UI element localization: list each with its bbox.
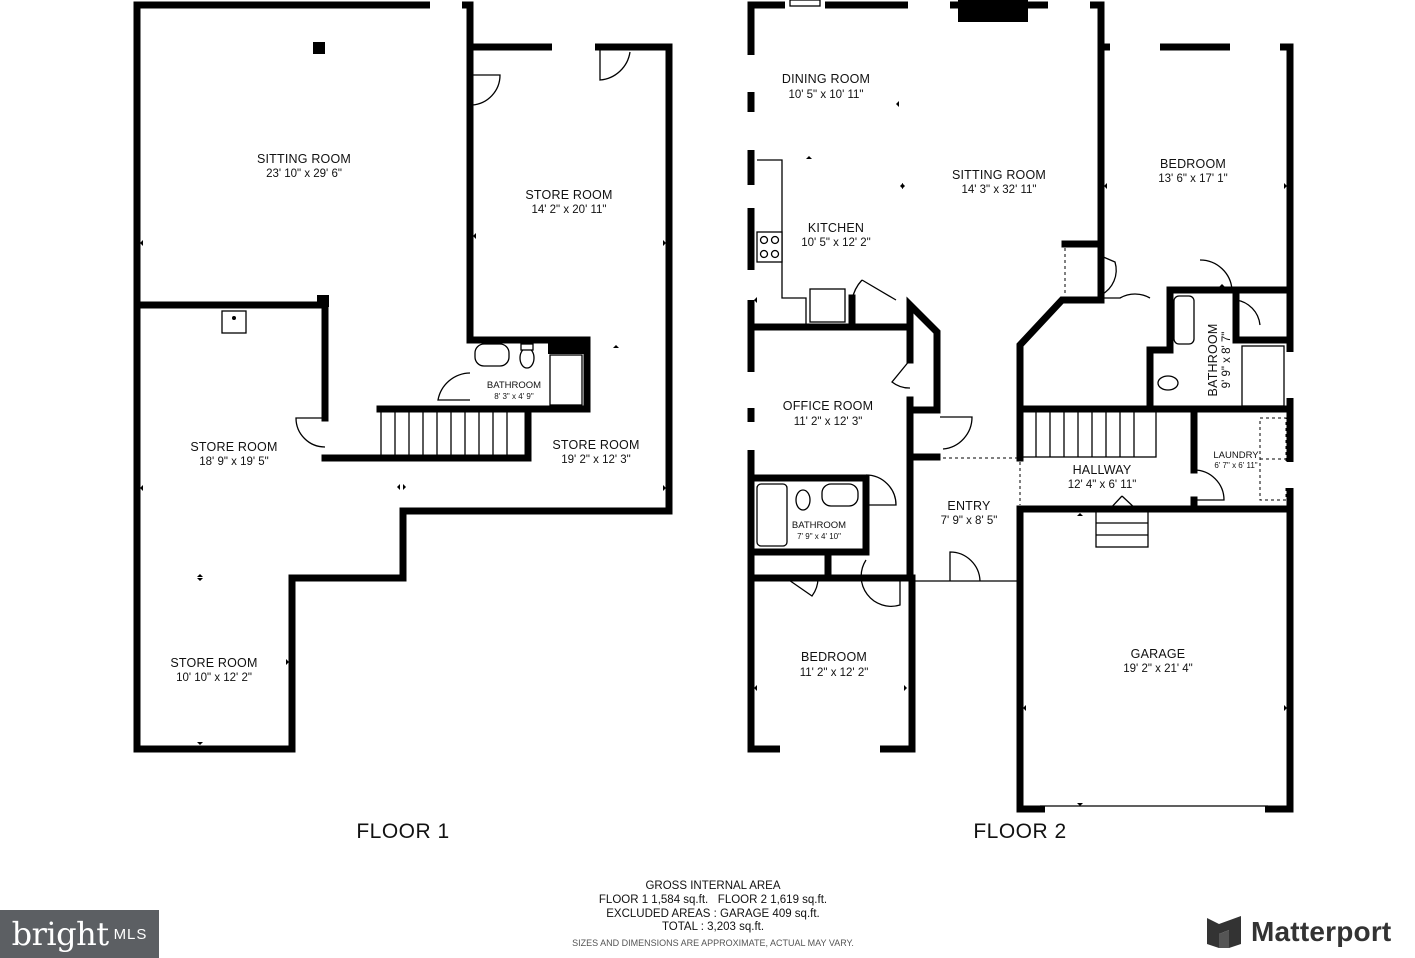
room-name: DINING ROOM: [782, 72, 870, 86]
toilet-icon: [795, 489, 811, 511]
area-summary: GROSS INTERNAL AREA FLOOR 1 1,584 sq.ft.…: [513, 880, 913, 951]
room-dimensions: 11' 2" x 12' 3": [794, 416, 863, 428]
summary-total: TOTAL : 3,203 sq.ft.: [661, 921, 765, 934]
double-sink-icon: [1173, 295, 1195, 345]
room-dimensions: 10' 5" x 10' 11": [788, 89, 863, 101]
room-dimensions: 9' 9" x 8' 7": [1221, 332, 1233, 389]
room-dimensions: 14' 3" x 32' 11": [961, 184, 1036, 196]
floor1-label: FLOOR 1: [356, 820, 449, 843]
summary-heading: GROSS INTERNAL AREA: [645, 880, 781, 892]
summary-disclaimer: SIZES AND DIMENSIONS ARE APPROXIMATE, AC…: [572, 938, 854, 949]
matterport-logo-icon: [1207, 916, 1241, 948]
floor2-wall: [747, 296, 941, 404]
bright-mls-logo: bright MLS: [0, 910, 159, 958]
room-dimensions: 23' 10" x 29' 6": [266, 168, 342, 180]
room-name: OFFICE ROOM: [783, 399, 873, 413]
kitchen-counter: [757, 159, 807, 324]
utility-fixture: [221, 310, 247, 334]
toilet-icon: [1157, 375, 1179, 391]
room-dimensions: 10' 5" x 12' 2": [801, 237, 870, 249]
room-name: GARAGE: [1131, 647, 1186, 661]
bathtub-icon: [474, 343, 510, 367]
bathtub-icon: [756, 483, 788, 547]
room-dimensions: 19' 2" x 12' 3": [561, 454, 630, 466]
room-dimensions: 8' 3" x 4' 9": [494, 392, 534, 401]
garage-steps: [1095, 495, 1149, 548]
door-swing: [865, 474, 897, 506]
summary-floor-areas: FLOOR 1 1,584 sq.ft. FLOOR 2 1,619 sq.ft…: [598, 893, 828, 906]
room-dimensions: 7' 9" x 4' 10": [797, 532, 841, 541]
shower-icon: [1241, 345, 1285, 407]
door-swing: [295, 417, 326, 448]
room-name: BEDROOM: [1160, 157, 1226, 171]
sink-icon: [821, 483, 859, 507]
door-swing: [785, 577, 819, 597]
room-dimensions: 10' 10" x 12' 2": [176, 672, 252, 684]
floor2-wall: [1016, 296, 1105, 462]
floor1-stairs: [380, 410, 527, 457]
room-dimensions: 18' 9" x 19' 5": [199, 456, 268, 468]
column-marker: [313, 42, 325, 54]
stove-icon: [756, 231, 783, 263]
floor1-bathroom-wall: [466, 336, 591, 413]
floor1-plan: SITTING ROOM 23' 10" x 29' 6" STORE ROOM…: [133, 0, 673, 843]
room-name: SITTING ROOM: [257, 152, 351, 166]
door-swing: [437, 372, 471, 401]
floor1-stair-wall: [321, 405, 532, 462]
toilet-icon: [519, 347, 535, 369]
floor2-label: FLOOR 2: [973, 820, 1066, 843]
summary-excluded-areas: EXCLUDED AREAS : GARAGE 409 sq.ft.: [606, 907, 820, 920]
door-swing: [860, 559, 901, 607]
floor2-stairs: [1021, 410, 1157, 458]
room-dimensions: 7' 9" x 8' 5": [941, 515, 998, 527]
floor1-outer-wall: [133, 1, 673, 753]
room-name: BATHROOM: [792, 520, 846, 531]
room-dimensions: 12' 4" x 6' 11": [1068, 479, 1137, 491]
room-name: BATHROOM: [487, 380, 541, 391]
shower-icon: [549, 354, 583, 406]
room-name: SITTING ROOM: [952, 168, 1046, 182]
bright-logo-text: bright: [11, 915, 109, 953]
floor2-wall: [906, 396, 941, 414]
door-swing: [470, 74, 501, 106]
room-name: STORE ROOM: [170, 656, 257, 670]
door-swing: [599, 47, 631, 81]
room-name: STORE ROOM: [525, 188, 612, 202]
room-name: ENTRY: [947, 499, 991, 513]
floor2-wall: [1232, 286, 1294, 344]
room-dimensions: 14' 2" x 20' 11": [531, 204, 606, 216]
room-dimensions: 13' 6" x 17' 1": [1158, 173, 1227, 185]
floor2-plan: DINING ROOM 10' 5" x 10' 11" SITTING ROO…: [746, 0, 1295, 843]
bright-logo-suffix: MLS: [113, 925, 148, 943]
room-name: LAUNDRY: [1213, 450, 1259, 461]
room-dimensions: 19' 2" x 21' 4": [1123, 663, 1192, 675]
floor2-wall: [1146, 286, 1240, 413]
room-dimensions: 6' 7" x 6' 11": [1214, 461, 1257, 470]
fireplace-icon: [958, 0, 1028, 22]
room-name: STORE ROOM: [190, 440, 277, 454]
room-name: BEDROOM: [801, 650, 867, 664]
room-name: STORE ROOM: [552, 438, 639, 452]
matterport-logo: Matterport: [1205, 912, 1391, 952]
matterport-wordmark: Matterport: [1251, 916, 1392, 947]
fridge-icon: [809, 288, 846, 323]
room-name: KITCHEN: [808, 221, 864, 235]
room-name: BATHROOM: [1206, 324, 1220, 397]
room-name: HALLWAY: [1073, 463, 1132, 477]
room-dimensions: 11' 2" x 12' 2": [800, 667, 869, 679]
